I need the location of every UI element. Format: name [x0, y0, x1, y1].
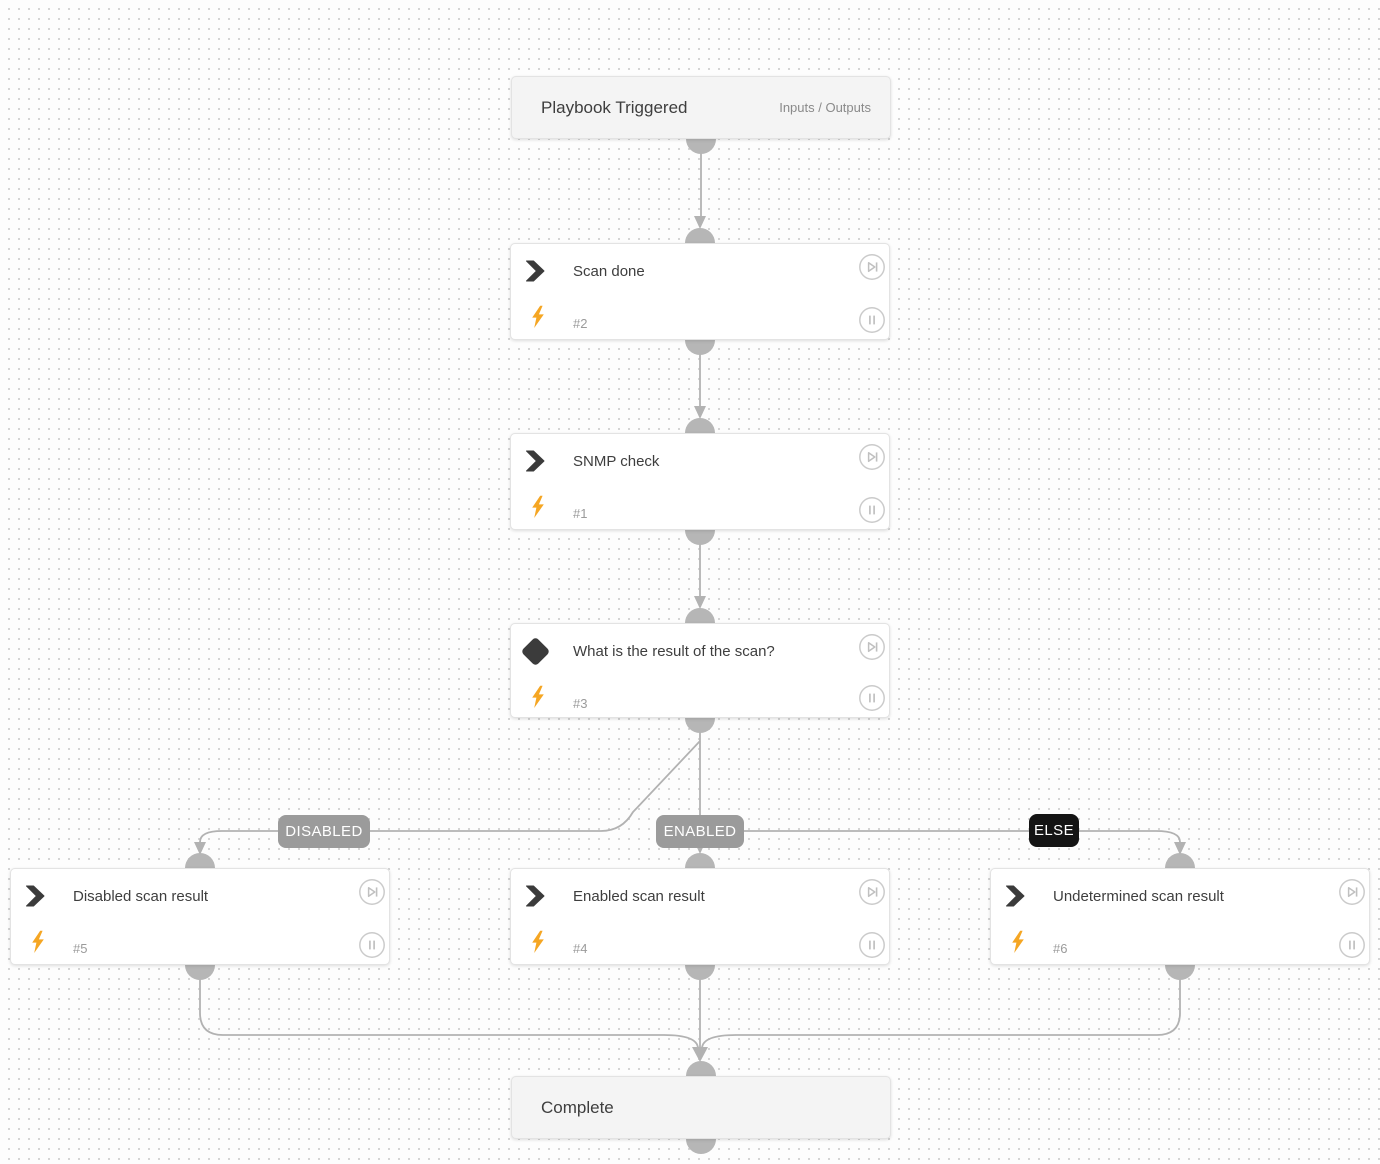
- lightning-bolt-icon: [1010, 930, 1026, 954]
- node-title: Disabled scan result: [73, 888, 209, 905]
- node-undetermined-scan-result[interactable]: Undetermined scan result #6: [990, 868, 1370, 965]
- chevron-right-icon: [525, 450, 545, 472]
- lightning-bolt-icon: [530, 305, 546, 329]
- skip-to-end-button[interactable]: [858, 633, 886, 661]
- node-title: Playbook Triggered: [541, 97, 688, 117]
- node-ref: #5: [73, 941, 88, 956]
- inputs-outputs-link[interactable]: Inputs / Outputs: [779, 100, 871, 115]
- node-title: Undetermined scan result: [1053, 888, 1224, 905]
- pause-button[interactable]: [858, 684, 886, 712]
- node-playbook-triggered[interactable]: Playbook Triggered Inputs / Outputs: [511, 76, 891, 139]
- node-ref: #6: [1053, 941, 1068, 956]
- edge-disabled-to-complete: [199, 978, 699, 1049]
- pause-button[interactable]: [358, 931, 386, 959]
- node-title: Enabled scan result: [573, 888, 705, 905]
- pause-button[interactable]: [858, 931, 886, 959]
- node-ref: #1: [573, 506, 588, 521]
- lightning-bolt-icon: [530, 495, 546, 519]
- node-ref: #2: [573, 316, 588, 331]
- skip-to-end-button[interactable]: [1338, 878, 1366, 906]
- node-title: Scan done: [573, 263, 645, 280]
- pause-button[interactable]: [1338, 931, 1366, 959]
- edge-undetermined-to-complete: [701, 978, 1181, 1049]
- lightning-bolt-icon: [530, 930, 546, 954]
- chevron-right-icon: [25, 885, 45, 907]
- branch-label-else: ELSE: [1029, 814, 1079, 847]
- node-ports: [185, 139, 1195, 1154]
- edge-decision-else: [700, 830, 1181, 843]
- branch-label-disabled: DISABLED: [278, 815, 370, 848]
- edge-decision-disabled: [199, 740, 701, 843]
- node-title: What is the result of the scan?: [573, 643, 775, 660]
- node-enabled-scan-result[interactable]: Enabled scan result #4: [510, 868, 890, 965]
- node-title: SNMP check: [573, 453, 660, 470]
- branch-label-enabled: ENABLED: [656, 815, 744, 848]
- diamond-icon: [520, 636, 551, 667]
- node-disabled-scan-result[interactable]: Disabled scan result #5: [10, 868, 390, 965]
- pause-button[interactable]: [858, 496, 886, 524]
- pause-button[interactable]: [858, 306, 886, 334]
- skip-to-end-button[interactable]: [858, 878, 886, 906]
- skip-to-end-button[interactable]: [858, 253, 886, 281]
- node-complete[interactable]: Complete: [511, 1076, 891, 1139]
- skip-to-end-button[interactable]: [858, 443, 886, 471]
- skip-to-end-button[interactable]: [358, 878, 386, 906]
- chevron-right-icon: [525, 260, 545, 282]
- node-ref: #4: [573, 941, 588, 956]
- lightning-bolt-icon: [530, 685, 546, 709]
- node-decision[interactable]: What is the result of the scan? #3: [510, 623, 890, 718]
- node-scan-done[interactable]: Scan done #2: [510, 243, 890, 340]
- node-title: Complete: [541, 1097, 614, 1117]
- chevron-right-icon: [1005, 885, 1025, 907]
- node-ref: #3: [573, 696, 588, 711]
- node-snmp-check[interactable]: SNMP check #1: [510, 433, 890, 530]
- chevron-right-icon: [525, 885, 545, 907]
- lightning-bolt-icon: [30, 930, 46, 954]
